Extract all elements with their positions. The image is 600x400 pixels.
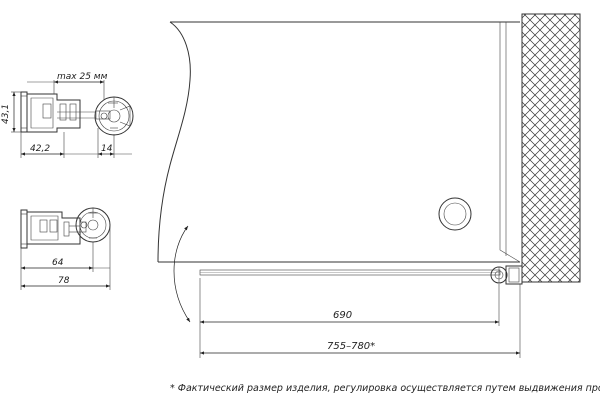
wall-hatch (521, 13, 581, 283)
wall-profile-plan (505, 265, 523, 285)
dim-width-total: 78 (58, 276, 70, 286)
drain (438, 197, 472, 231)
wall-profile (26, 93, 81, 133)
break-line (157, 21, 191, 263)
wall-plate (20, 91, 28, 133)
profile-detail-top: max 25 мм 43,1 42,2 14 (1, 72, 134, 158)
dim-range: 755–780* (327, 341, 375, 352)
profile-detail-bottom: 64 78 (20, 207, 111, 290)
footnote: * Фактический размер изделия, регулировк… (170, 383, 600, 394)
dim-max-width: max 25 мм (57, 72, 108, 82)
dim-offset-small: 14 (101, 144, 113, 154)
dim-width-mid: 64 (52, 258, 64, 268)
wall-plate-2 (20, 209, 28, 249)
dim-door-width: 690 (333, 310, 352, 321)
plan-view: 690 755–780* (157, 13, 581, 358)
dim-width-small: 42,2 (30, 144, 50, 154)
wall-profile-2 (26, 211, 81, 245)
swing-arrow (173, 225, 191, 323)
dim-height-small: 43,1 (1, 104, 11, 124)
